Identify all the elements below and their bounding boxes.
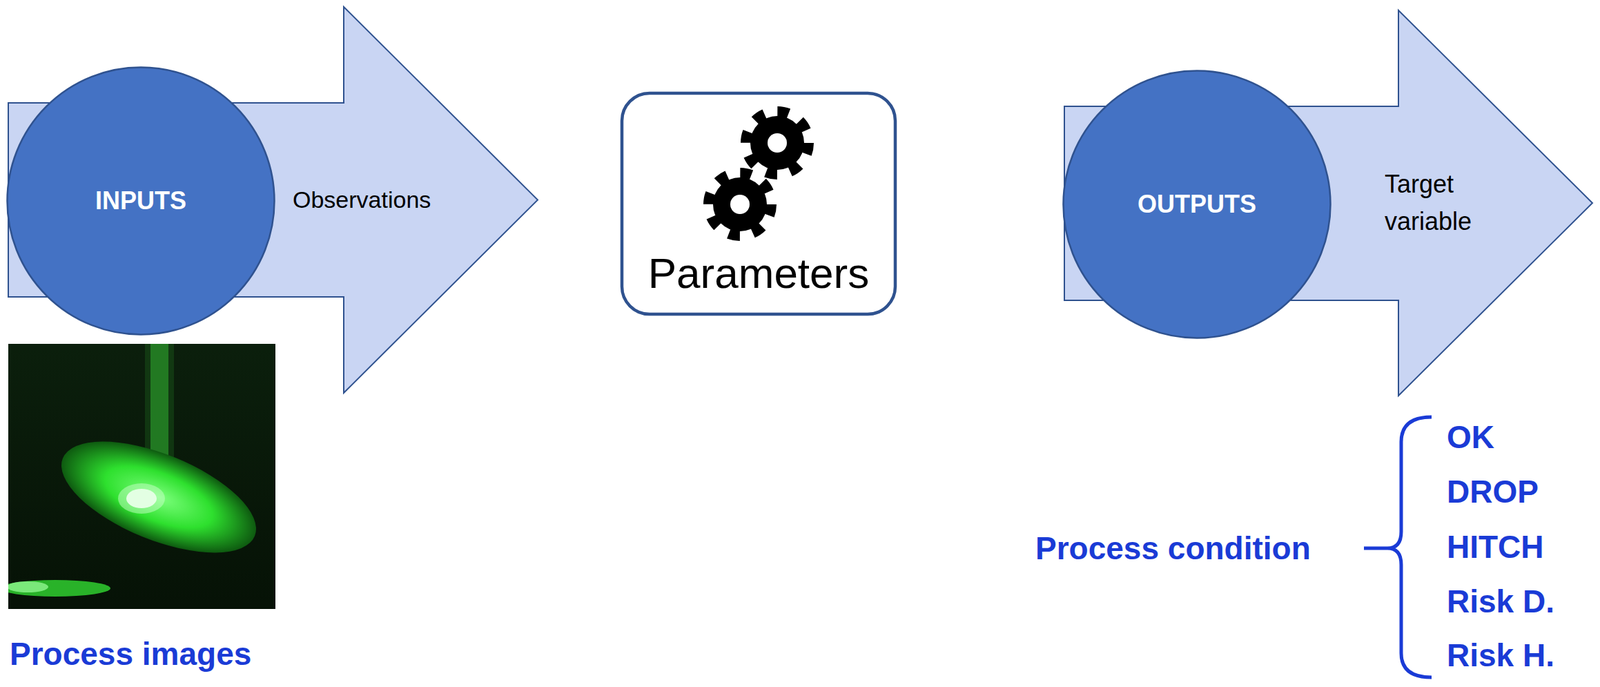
gear-body	[713, 177, 767, 232]
class-label: Risk H.	[1446, 637, 1555, 673]
class-label: Risk D.	[1446, 583, 1555, 620]
gear-hole	[767, 133, 787, 153]
output-circle: OUTPUTS	[1062, 69, 1332, 339]
node-text: Parameters	[648, 248, 870, 298]
curly-brace	[1387, 416, 1432, 678]
rounded-box	[621, 93, 896, 315]
class-label: DROP	[1446, 474, 1539, 510]
gear-body	[750, 115, 805, 170]
melt-pool	[46, 418, 272, 575]
process-image	[8, 343, 276, 609]
class-label: HITCH	[1446, 529, 1545, 565]
wire-streak	[8, 579, 111, 597]
gear-teeth	[746, 112, 808, 174]
circle-shape	[1063, 71, 1331, 339]
hot-spot-halo	[118, 483, 165, 514]
input-circle: INPUTS	[6, 66, 276, 336]
gear-icon	[746, 112, 808, 174]
node-text: INPUTS	[95, 186, 187, 215]
node-text: Observations	[292, 186, 431, 214]
image-background	[8, 343, 276, 609]
arrow-shape	[8, 6, 538, 393]
image-caption: Process images	[9, 636, 252, 672]
node-text: OUTPUTS	[1137, 189, 1257, 219]
class-label: OK	[1446, 419, 1495, 455]
arrow-shape	[1064, 10, 1593, 396]
gear-icon	[709, 173, 771, 235]
group-label: Process condition	[1035, 530, 1311, 567]
gear-teeth	[709, 173, 771, 235]
gear-hole	[730, 194, 750, 214]
wire-streak-core	[8, 581, 49, 593]
node-text: Target variable	[1384, 165, 1502, 241]
brace-leader	[1363, 546, 1388, 551]
parameters-box: Parameters	[620, 91, 897, 316]
circle-shape	[7, 67, 275, 335]
